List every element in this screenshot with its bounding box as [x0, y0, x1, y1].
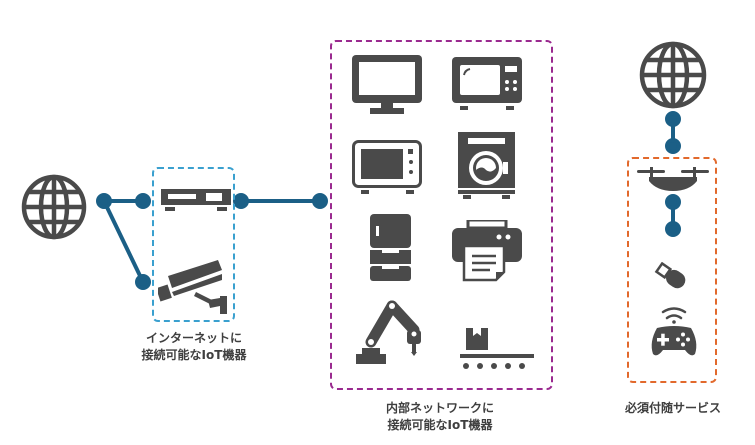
connector-node [665, 194, 681, 210]
globe-icon [20, 173, 88, 241]
group-label-internet-iot: インターネットに 接続可能なIoT機器 [141, 331, 247, 362]
connector-node [665, 221, 681, 237]
connector-node [665, 111, 681, 127]
connector-node [135, 193, 151, 209]
globe-icon [638, 40, 708, 110]
group-label-bundled-services: 必須付随サービス [624, 401, 721, 415]
connector-node [233, 193, 249, 209]
connector-node [665, 138, 681, 154]
microwave-oven-icon [452, 57, 524, 113]
connector-globe-camera [102, 200, 145, 283]
group-internet-iot [152, 167, 235, 322]
robot-arm-icon [356, 296, 426, 366]
security-camera-icon [158, 258, 230, 316]
printer-icon [452, 220, 522, 282]
group-internal-network [330, 40, 553, 390]
group-label-internal-network: 内部ネットワークに 接続可能なIoT機器 [385, 401, 494, 432]
drone-icon [637, 167, 709, 199]
group-bundled-services [627, 157, 717, 383]
conveyor-belt-icon [460, 328, 536, 370]
monitor-icon [352, 55, 422, 115]
game-controller-icon [649, 306, 699, 358]
connector-node [135, 274, 151, 290]
connector-node [312, 193, 328, 209]
set-top-box-icon [161, 189, 231, 213]
washing-machine-icon [458, 132, 518, 200]
microwave-icon [352, 140, 424, 196]
connector-node [96, 193, 112, 209]
refrigerator-icon [370, 214, 412, 282]
usb-stick-icon [654, 262, 688, 292]
